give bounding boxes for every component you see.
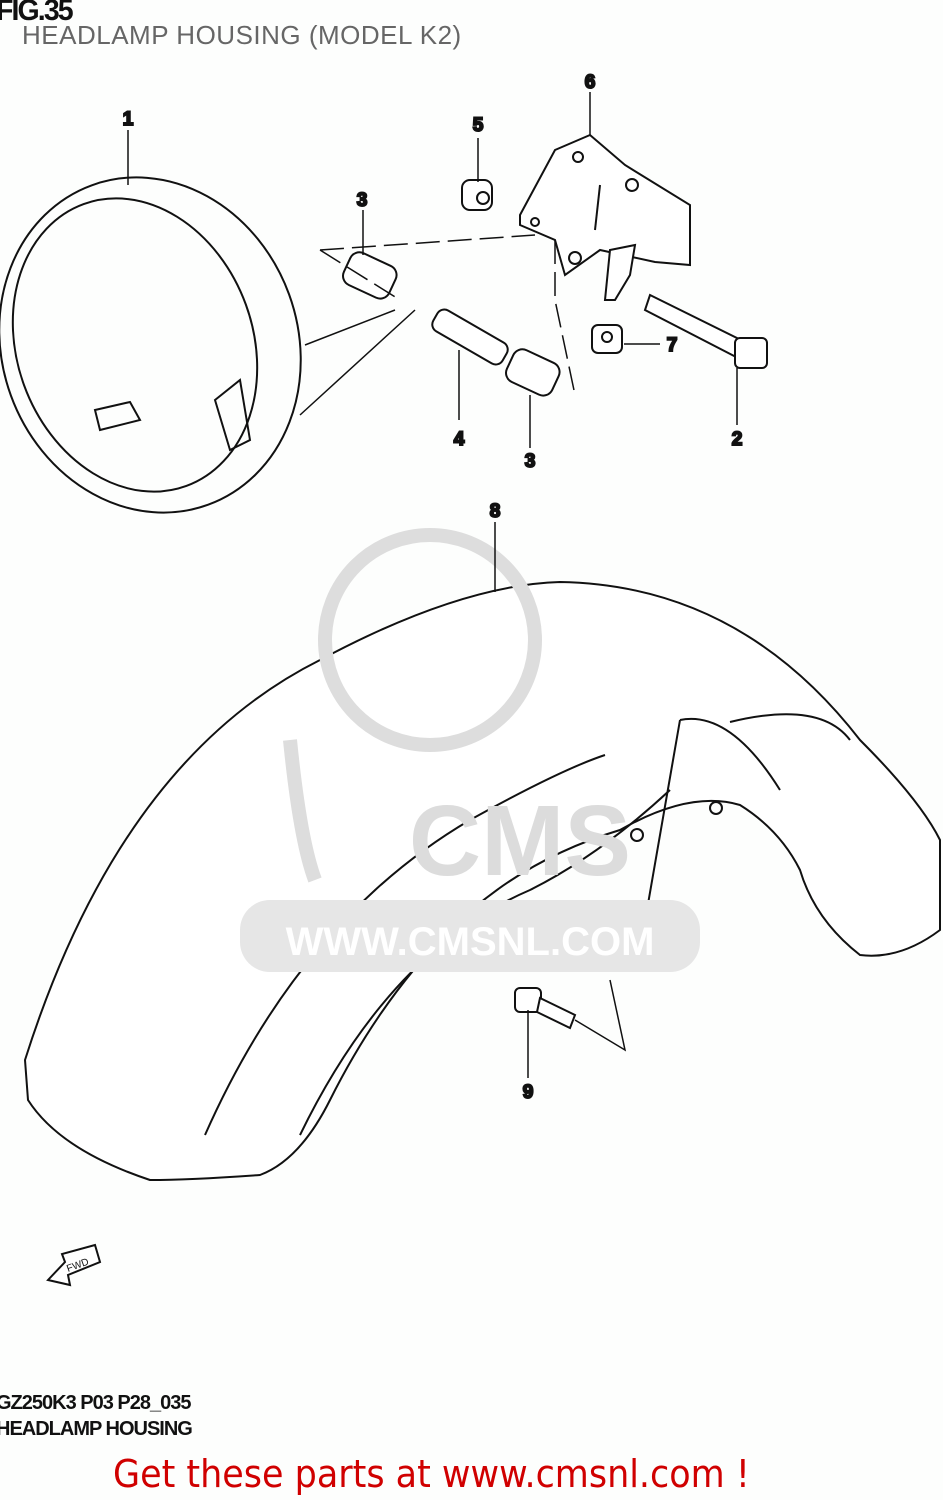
watermark-logo-text: CMS — [409, 785, 631, 897]
watermark-url: WWW.CMSNL.COM — [286, 920, 655, 964]
promo-link[interactable]: Get these parts at www.cmsnl.com ! — [113, 1452, 750, 1496]
diagram-title: HEADLAMP HOUSING (MODEL K2) — [22, 20, 462, 50]
callout-9: 9 — [523, 1082, 534, 1103]
bolt-part — [643, 293, 768, 369]
diagram-code: GZ250K3 P03 P28_035 — [0, 1392, 191, 1414]
callout-7: 7 — [667, 335, 678, 356]
fender-bolt-part — [514, 979, 627, 1052]
callout-1: 1 — [123, 109, 134, 130]
callout-8: 8 — [490, 501, 501, 522]
callout-3-upper: 3 — [357, 190, 368, 211]
section-name: HEADLAMP HOUSING — [0, 1418, 193, 1440]
cms-watermark-logo: WWW.CMSNL.COM CMS — [240, 528, 700, 972]
bracket-part — [519, 133, 691, 277]
callout-2: 2 — [732, 429, 743, 450]
callout-5: 5 — [473, 115, 484, 136]
front-fender-part — [23, 580, 941, 1182]
nut-part — [591, 324, 623, 354]
callout-6: 6 — [585, 72, 596, 93]
callout-3-lower: 3 — [525, 451, 536, 472]
headlamp-housing-part — [0, 176, 416, 514]
forward-arrow-icon: FWD — [46, 1243, 102, 1287]
spacer-pipe-part — [431, 308, 509, 366]
grommet-part — [461, 179, 493, 211]
screw-part — [603, 243, 637, 301]
figure-number: FIG.35 — [0, 0, 74, 27]
collar-part — [342, 251, 561, 397]
callout-4: 4 — [454, 429, 465, 450]
